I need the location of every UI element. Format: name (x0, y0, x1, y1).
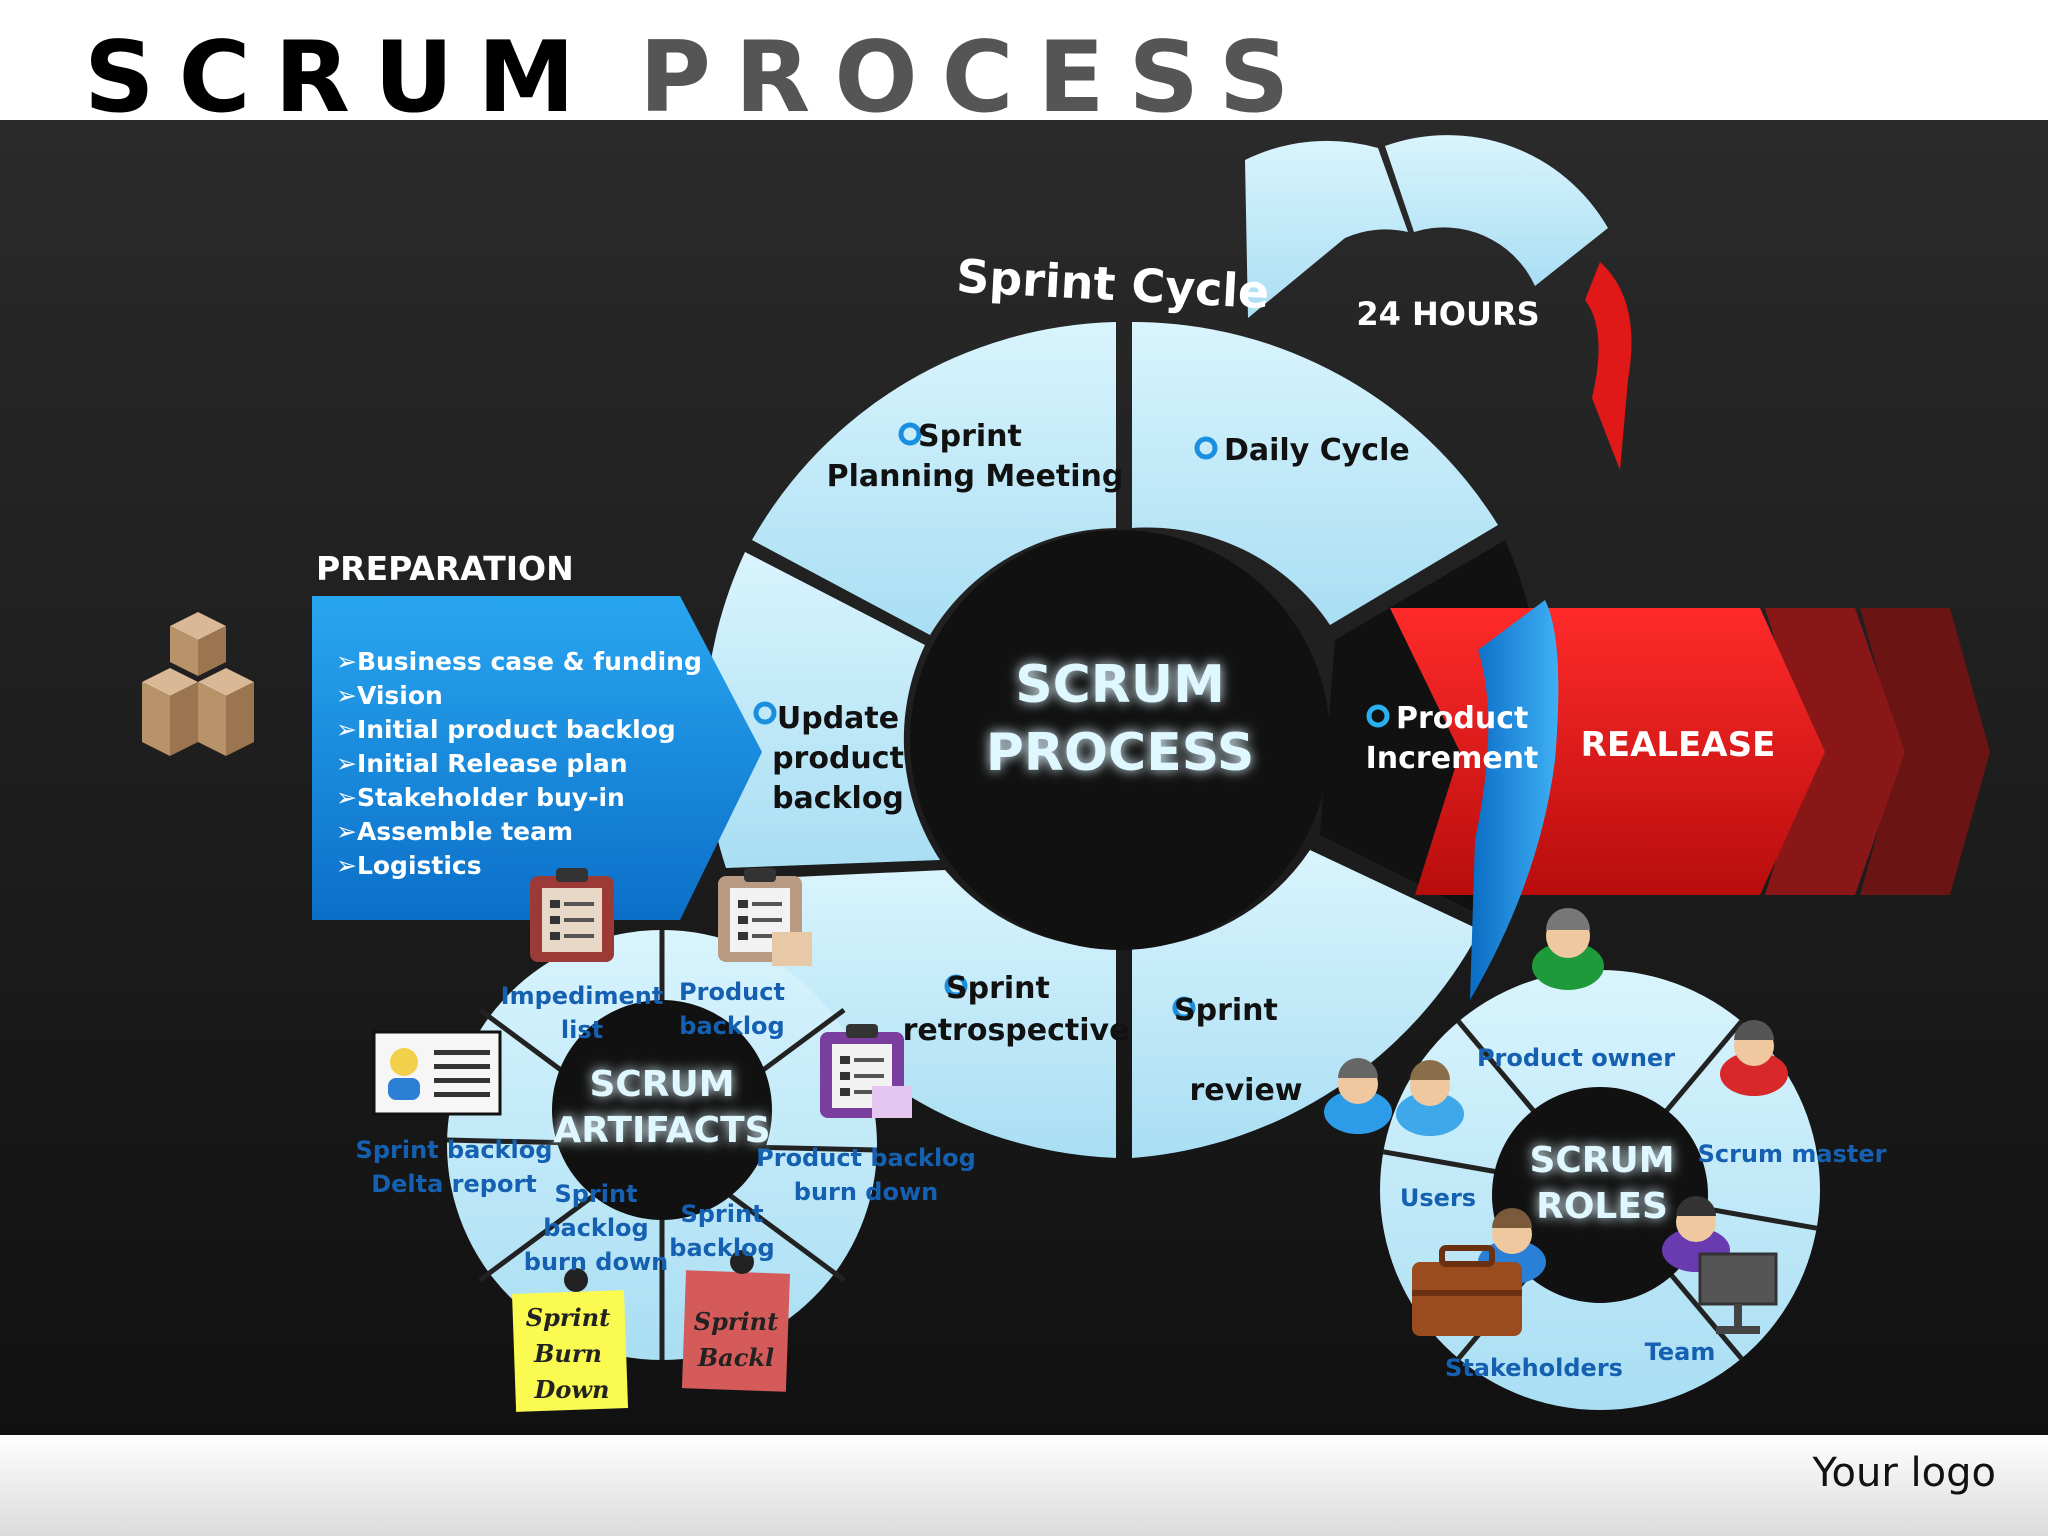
release-label: REALEASE (1581, 725, 1776, 765)
person-icon-product-owner (1532, 908, 1604, 990)
role-label-scrum-master: Scrum master (1698, 1140, 1887, 1168)
segment-label-increment-2: Increment (1366, 741, 1539, 776)
title-word-process: PROCESS (639, 21, 1314, 135)
loop-arrow-red (1585, 262, 1632, 470)
artifact-label-impediment-1: Impediment (501, 982, 664, 1010)
clipboard-icon-burn-down (820, 1024, 912, 1118)
artifact-label-burn-2: burn down (794, 1178, 938, 1206)
artifact-label-sprint-burn-3: burn down (524, 1248, 668, 1276)
boxes-icon (142, 612, 254, 756)
title-word-scrum: SCRUM (84, 21, 600, 135)
release-arrow (1390, 600, 1990, 1000)
note-yellow-line-1: Sprint (526, 1303, 610, 1332)
artifacts-center-label-1: SCRUM (589, 1064, 734, 1105)
roles-center (1492, 1087, 1708, 1303)
artifact-label-sprint-backlog-2: backlog (669, 1234, 774, 1262)
segment-label-daily: Daily Cycle (1224, 433, 1410, 468)
release-blue-ribbon (1470, 600, 1559, 1000)
preparation-item: ➢Business case & funding (336, 647, 702, 676)
artifact-label-sprint-backlog-1: Sprint (680, 1200, 763, 1228)
person-icon-scrum-master (1720, 1020, 1788, 1096)
artifact-label-sprint-burn-1: Sprint (554, 1180, 637, 1208)
note-red-line-2: Backl (697, 1343, 774, 1372)
roles-center-label-1: SCRUM (1529, 1140, 1674, 1181)
segment-retrospective (730, 870, 1116, 1158)
release-chevron-2 (1765, 608, 1905, 895)
segment-review (1132, 850, 1480, 1158)
segment-label-planning-1: Sprint (918, 419, 1022, 454)
preparation-heading: PREPARATION (316, 549, 574, 588)
preparation-item: ➢Logistics (336, 851, 482, 880)
segment-label-update-1: Update (777, 701, 899, 736)
sprint-cycle-label: Sprint Cycle (955, 249, 1271, 319)
segment-update-backlog (704, 552, 940, 868)
segment-label-retro-1: Sprint (946, 971, 1050, 1006)
role-label-users: Users (1400, 1184, 1476, 1212)
artifact-label-delta-2: Delta report (371, 1170, 537, 1198)
artifacts-center (552, 1000, 772, 1220)
ring-center (910, 530, 1330, 950)
loop-segment-2 (1385, 135, 1608, 286)
preparation-item: ➢Initial product backlog (336, 715, 676, 744)
hours-label: 24 HOURS (1356, 295, 1539, 333)
title-bar (0, 0, 2048, 120)
preparation-item: ➢Vision (336, 681, 443, 710)
role-label-stakeholders: Stakeholders (1445, 1354, 1623, 1382)
footer (0, 1435, 2048, 1536)
artifact-label-product-backlog-2: backlog (679, 1012, 784, 1040)
role-label-team: Team (1645, 1338, 1716, 1366)
briefcase-icon (1412, 1245, 1522, 1336)
loop-segment-1 (1245, 140, 1408, 318)
preparation-list: ➢Business case & funding ➢Vision ➢Initia… (336, 647, 702, 880)
note-red-line-1: Sprint (694, 1307, 778, 1336)
bullet-dots (753, 422, 1390, 1020)
artifacts-center-label-2: ARTIFACTS (553, 1110, 770, 1151)
segment-planning (752, 322, 1116, 635)
artifact-label-sprint-burn-2: backlog (543, 1214, 648, 1242)
daily-loop (1245, 135, 1632, 470)
preparation-item: ➢Assemble team (336, 817, 573, 846)
note-yellow-line-3: Down (534, 1375, 610, 1404)
roles-center-label-2: ROLES (1536, 1186, 1668, 1227)
segment-label-review-2: review (1189, 1073, 1302, 1108)
sticky-note-red (681, 1250, 790, 1392)
note-yellow-line-2: Burn (533, 1339, 602, 1368)
artifact-label-delta-1: Sprint backlog (356, 1136, 553, 1164)
sticky-note-yellow (512, 1268, 629, 1412)
segment-label-retro-2: retrospective (903, 1013, 1130, 1048)
role-label-product-owner: Product owner (1477, 1044, 1675, 1072)
preparation-item: ➢Initial Release plan (336, 749, 628, 778)
segment-label-increment-1: Product (1396, 701, 1528, 736)
computer-icon (1698, 1252, 1778, 1334)
artifact-label-product-backlog-1: Product (679, 978, 785, 1006)
artifacts-ring (446, 930, 878, 1360)
preparation-arrow (312, 596, 762, 920)
artifact-label-impediment-2: list (561, 1016, 603, 1044)
id-card-icon (372, 1030, 502, 1116)
release-chevron-3 (1860, 608, 1990, 895)
clipboard-icon-impediment (530, 868, 614, 962)
artifact-label-burn-1: Product backlog (756, 1144, 976, 1172)
preparation-item: ➢Stakeholder buy-in (336, 783, 625, 812)
logo-placeholder: Your logo (1812, 1450, 1996, 1496)
clipboard-icon-product-backlog (718, 868, 812, 966)
center-label-2: PROCESS (986, 723, 1255, 783)
person-icon-users (1324, 1058, 1464, 1136)
segment-label-planning-2: Planning Meeting (827, 459, 1124, 494)
center-label-1: SCRUM (1015, 655, 1225, 715)
page-title: SCRUM PROCESS (84, 18, 1313, 138)
segment-label-review-1: Sprint (1174, 993, 1278, 1028)
segment-label-update-2: product (772, 741, 904, 776)
segment-label-update-3: backlog (772, 781, 904, 816)
segment-daily (1132, 321, 1498, 625)
